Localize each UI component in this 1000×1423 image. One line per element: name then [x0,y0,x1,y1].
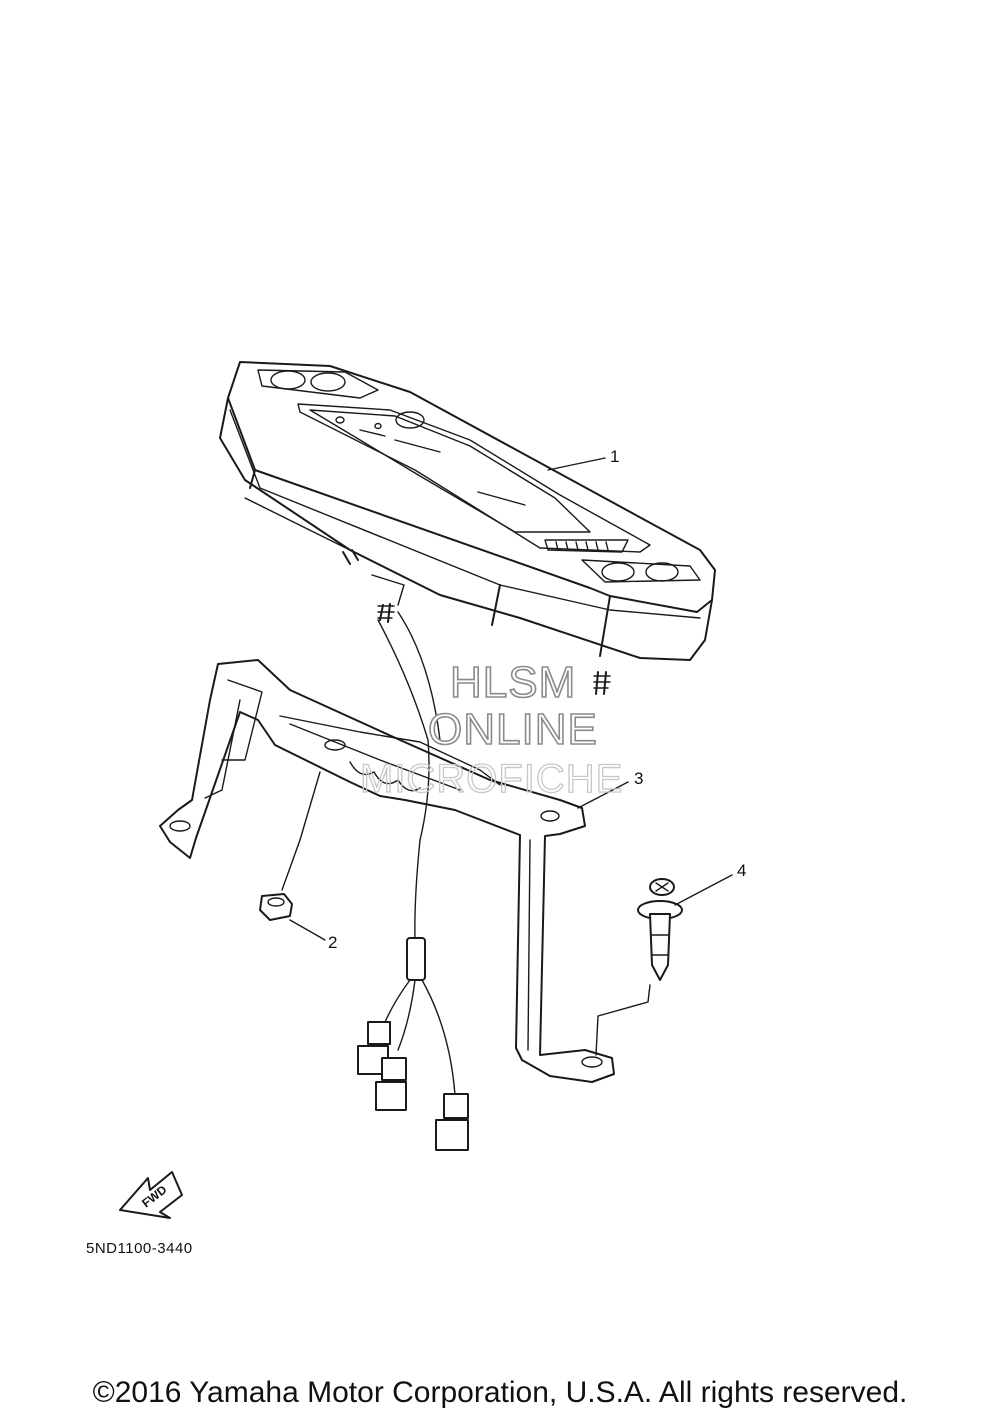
callout-3: 3 [634,769,643,788]
meter-bracket [159,659,615,1083]
diagram-code: 5ND1100-3440 [86,1240,193,1257]
meter-assembly [219,361,716,695]
watermark: HLSM ONLINE MICROFICHE [359,657,623,801]
nut [259,771,321,921]
watermark-line2: ONLINE [428,705,598,754]
callout-2: 2 [328,933,337,952]
callout-4: 4 [737,861,746,880]
fwd-arrow-icon: FWD [119,1171,183,1219]
wire-harness [357,611,469,1151]
rivet [595,878,683,1056]
watermark-line1: HLSM [450,658,576,707]
callout-1: 1 [610,447,619,466]
copyright-notice: ©2016 Yamaha Motor Corporation, U.S.A. A… [92,1376,908,1409]
watermark-line3: MICROFICHE [360,757,623,801]
